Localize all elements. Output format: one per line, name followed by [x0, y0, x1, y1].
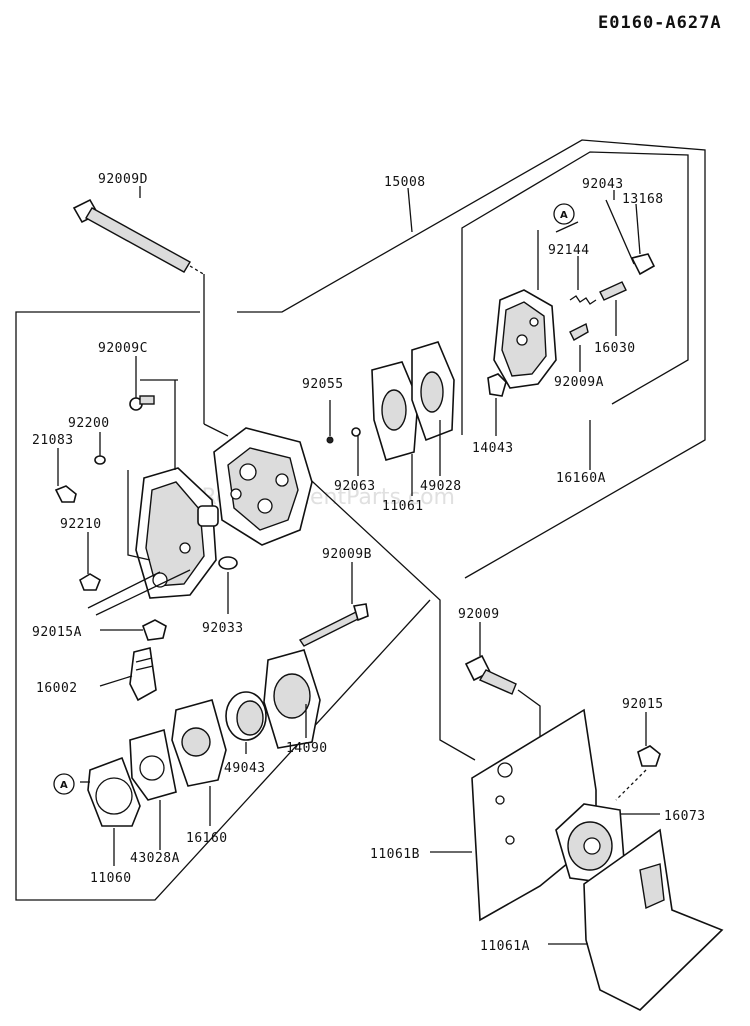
label-11061A: 11061A: [480, 939, 530, 954]
diagram-code: E0160-A627A: [598, 13, 722, 33]
label-11061B: 11061B: [370, 847, 420, 862]
label-43028A: 43028A: [130, 851, 180, 866]
label-92009B: 92009B: [322, 547, 372, 562]
gaskets-middle: [326, 341, 455, 461]
label-92009D: 92009D: [98, 172, 148, 187]
lower-right-parts: [464, 654, 724, 1011]
label-16160A: 16160A: [556, 471, 606, 486]
bolt-92009D: [72, 198, 229, 437]
label-16002: 16002: [36, 681, 78, 696]
label-11060: 11060: [90, 871, 132, 886]
callout-a-bottom: A: [53, 773, 75, 795]
label-21083: 21083: [32, 433, 74, 448]
label-13168: 13168: [622, 192, 664, 207]
carb-left-body: [87, 379, 219, 616]
label-49028: 49028: [420, 479, 462, 494]
part-labels: 92009D 15008 92043 13168 92144 16030 920…: [32, 172, 706, 954]
guide-line: [299, 469, 476, 761]
label-92200: 92200: [68, 416, 110, 431]
label-92009: 92009: [458, 607, 500, 622]
label-92033: 92033: [202, 621, 244, 636]
label-92043: 92043: [582, 177, 624, 192]
label-49043: 49043: [224, 761, 266, 776]
label-16073: 16073: [664, 809, 706, 824]
label-92210: 92210: [60, 517, 102, 532]
leader-lines: [57, 186, 660, 945]
carburetor-body: [213, 427, 313, 546]
label-92015: 92015: [622, 697, 664, 712]
frame-16160A: [461, 151, 689, 435]
frame-15008: [237, 139, 706, 579]
callout-a-top-text: A: [560, 210, 568, 221]
group-frames: [15, 139, 706, 901]
label-16160: 16160: [186, 831, 228, 846]
frame-left: [15, 311, 431, 901]
label-14090: 14090: [286, 741, 328, 756]
small-parts-left: [54, 395, 238, 702]
label-92009C: 92009C: [98, 341, 148, 356]
callout-a-bottom-text: A: [60, 780, 68, 791]
label-92009A: 92009A: [554, 375, 604, 390]
label-92063: 92063: [334, 479, 376, 494]
label-92055: 92055: [302, 377, 344, 392]
label-92144: 92144: [548, 243, 590, 258]
pump-parts: [87, 603, 369, 827]
label-16030: 16030: [594, 341, 636, 356]
label-11061: 11061: [382, 499, 424, 514]
label-15008: 15008: [384, 175, 426, 190]
label-92015A: 92015A: [32, 625, 82, 640]
label-14043: 14043: [472, 441, 514, 456]
metering-assy: [487, 199, 656, 397]
callout-a-top: A: [553, 203, 575, 225]
